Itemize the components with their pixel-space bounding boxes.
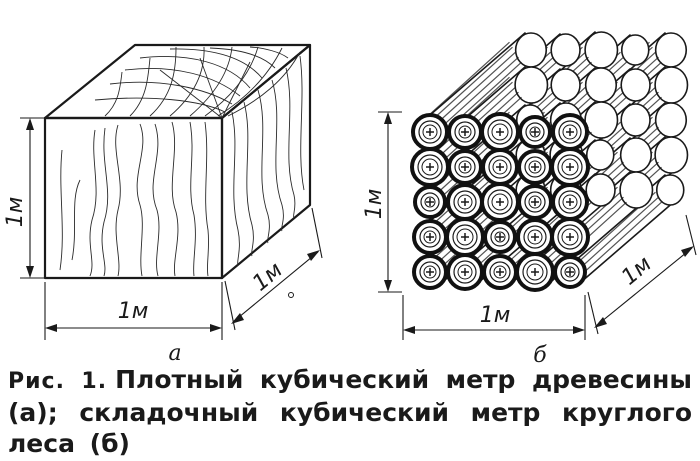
panel-b-label: б — [533, 343, 547, 368]
log-end — [551, 183, 589, 221]
log-end — [515, 252, 555, 292]
log-end — [412, 219, 448, 255]
log-end — [411, 113, 449, 151]
log-end — [412, 254, 448, 290]
log-end — [482, 254, 518, 290]
log-end — [550, 147, 590, 187]
log-ends — [410, 112, 590, 292]
log-end — [550, 217, 590, 257]
log-end — [480, 182, 520, 222]
logs-width-label: 1м — [480, 303, 511, 328]
cube-width-label: 1м — [118, 299, 149, 324]
front-face-grain — [59, 121, 210, 277]
logs-height-label: 1м — [362, 189, 387, 220]
caption-prefix: Рис. 1. — [8, 369, 108, 394]
log-end — [480, 112, 520, 152]
cube-depth-label: 1м — [248, 258, 288, 297]
caption-text: Плотный кубический метр древесины (а); с… — [8, 365, 692, 458]
log-end — [518, 115, 552, 149]
stacked-logs-drawing: 1м 1м 1м б — [362, 31, 697, 368]
logs-depth-label: 1м — [617, 252, 657, 291]
right-face-grain — [231, 55, 305, 267]
log-end — [481, 148, 519, 186]
log-end — [447, 114, 483, 150]
log-end — [410, 147, 450, 187]
log-end — [553, 255, 587, 289]
cube-height-label: 1м — [3, 197, 28, 228]
figure-caption: Рис. 1.Плотный кубический метр древесины… — [8, 364, 692, 459]
log-end — [446, 253, 484, 291]
solid-cube-drawing: 1м 1м 1м а — [3, 43, 323, 366]
panel-a-label: а — [168, 341, 181, 366]
log-end — [446, 183, 484, 221]
log-end — [516, 218, 554, 256]
log-end — [445, 217, 485, 257]
log-end — [413, 185, 447, 219]
top-face-grain — [94, 46, 301, 119]
log-end — [483, 220, 517, 254]
log-end — [447, 149, 483, 185]
log-end — [517, 149, 553, 185]
log-end — [551, 113, 589, 151]
log-end — [517, 184, 553, 220]
